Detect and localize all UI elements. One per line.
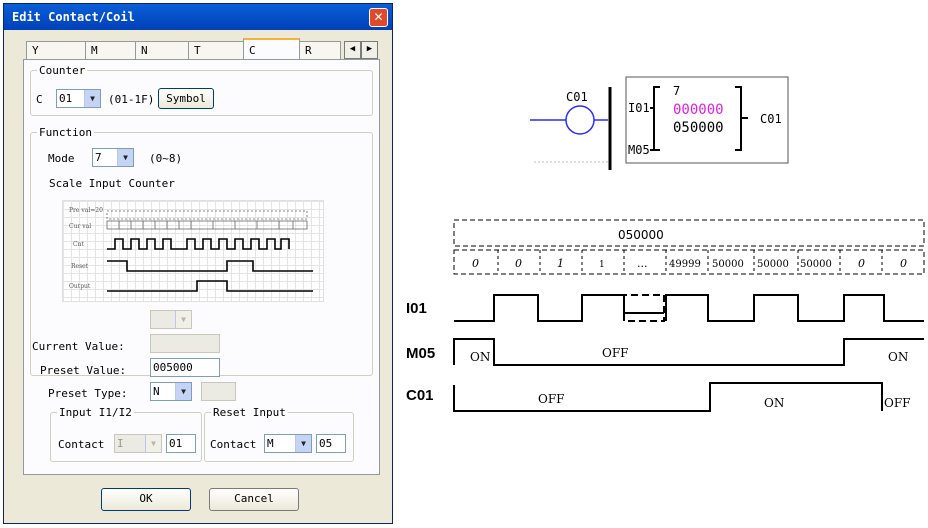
m05-state-1: ON <box>470 350 490 364</box>
edit-contact-coil-dialog: Edit Contact/Coil ✕ Y M N T C R ◀ ▶ Coun… <box>3 3 393 524</box>
mini-label-output: Output <box>69 283 91 290</box>
signal-label-c01: C01 <box>406 387 434 404</box>
counter-number-value: 01 <box>59 92 73 105</box>
tab-r[interactable]: R <box>299 41 341 59</box>
timing-diagram: I01 M05 C01 050000 0 0 1 1 ... 49999 500… <box>398 215 928 430</box>
value-cell-2: 0 <box>515 257 522 270</box>
input-type-value: I <box>117 437 124 450</box>
mode-description: Scale Input Counter <box>49 177 175 190</box>
m05-state-2: OFF <box>602 346 629 360</box>
counter-output-label: C01 <box>760 112 782 126</box>
mode-label: Mode <box>48 152 75 165</box>
current-value-field <box>150 334 220 353</box>
preset-box-label: 050000 <box>618 228 664 242</box>
mode-range: (0~8) <box>149 152 183 165</box>
c01-state-1: OFF <box>538 392 565 406</box>
value-cell-8: 50000 <box>757 259 789 270</box>
input-number-field[interactable]: 01 <box>166 434 196 453</box>
tab-t[interactable]: T <box>188 41 244 59</box>
value-cell-3: 1 <box>557 257 564 270</box>
tab-scroll-right-icon[interactable]: ▶ <box>361 41 378 59</box>
mini-label-reset: Reset <box>71 263 89 270</box>
value-cell-4: 1 <box>599 260 605 270</box>
symbol-button[interactable]: Symbol <box>158 88 214 109</box>
reset-m05-label: M05 <box>628 143 650 157</box>
reset-type-select[interactable]: M ▼ <box>264 434 312 453</box>
chevron-down-icon: ▼ <box>117 149 133 166</box>
preset-type-number <box>201 382 236 401</box>
counter-legend: Counter <box>39 64 86 77</box>
signal-label-i01: I01 <box>406 300 427 317</box>
chevron-down-icon: ▼ <box>145 435 161 452</box>
tab-scroll-left-icon[interactable]: ◀ <box>344 41 361 59</box>
m05-state-3: ON <box>888 350 908 364</box>
preset-value: 050000 <box>673 120 724 136</box>
mode-number: 7 <box>673 84 680 98</box>
c01-state-2: ON <box>764 396 784 410</box>
tab-scroll: ◀ ▶ <box>344 41 378 59</box>
input-group: Input I1/I2 <box>50 406 202 462</box>
ladder-diagram: C01 I01 M05 7 000000 050000 C01 <box>530 76 789 170</box>
tab-m[interactable]: M <box>85 41 136 59</box>
mode-select[interactable]: 7 ▼ <box>92 148 134 167</box>
value-cell-11: 0 <box>900 257 907 270</box>
preset-type-label: Preset Type: <box>48 387 128 400</box>
mini-waveforms <box>106 210 313 292</box>
signal-label-m05: M05 <box>406 345 436 362</box>
preset-type-value: N <box>153 385 160 398</box>
c01-state-3: OFF <box>884 396 911 410</box>
chevron-down-icon: ▼ <box>175 383 191 400</box>
tab-y[interactable]: Y <box>26 41 86 59</box>
current-value: 000000 <box>673 102 724 118</box>
value-cell-1: 0 <box>472 257 479 270</box>
input-contact-label: Contact <box>58 438 105 451</box>
chevron-down-icon: ▼ <box>175 311 191 328</box>
chevron-down-icon: ▼ <box>84 90 100 107</box>
mini-label-preval: Pre val=20 <box>69 207 103 214</box>
mode-timing-diagram: Pre val=20 Cur val Cnt Reset Output <box>62 200 324 302</box>
mini-label-cnt: Cnt <box>73 241 84 248</box>
current-value-label: Current Value: <box>32 340 125 353</box>
input-legend: Input I1/I2 <box>59 406 132 419</box>
reset-contact-label: Contact <box>210 438 257 451</box>
tab-c[interactable]: C <box>243 38 300 59</box>
reset-type-value: M <box>267 437 274 450</box>
reset-number-field[interactable]: 05 <box>316 434 346 453</box>
close-icon[interactable]: ✕ <box>369 8 388 27</box>
counter-prefix: C <box>36 93 43 106</box>
counter-range: (01-1F) <box>108 93 155 106</box>
dialog-title: Edit Contact/Coil <box>4 4 392 30</box>
reset-group: Reset Input <box>204 406 354 462</box>
input-i01-label: I01 <box>628 101 650 115</box>
counter-number-select[interactable]: 01 ▼ <box>56 89 101 108</box>
chevron-down-icon: ▼ <box>295 435 311 452</box>
tab-n[interactable]: N <box>135 41 189 59</box>
mini-label-curval: Cur val <box>69 223 92 230</box>
disabled-select: ▼ <box>150 310 192 329</box>
tab-page-c: Counter C 01 ▼ (01-1F) Symbol Function M… <box>23 59 380 475</box>
timing-waveforms: 050000 0 0 1 1 ... 49999 50000 50000 500… <box>453 219 925 412</box>
value-cell-6: 49999 <box>669 259 701 270</box>
mode-value: 7 <box>95 151 102 164</box>
coil-label: C01 <box>566 90 588 104</box>
value-cell-7: 50000 <box>712 259 744 270</box>
value-cell-5: ... <box>637 257 648 270</box>
input-type-select: I ▼ <box>114 434 162 453</box>
preset-value-label: Preset Value: <box>40 364 127 377</box>
reset-legend: Reset Input <box>213 406 286 419</box>
value-cell-9: 50000 <box>800 259 832 270</box>
preset-type-select[interactable]: N ▼ <box>150 382 192 401</box>
tab-strip: Y M N T C R <box>26 38 341 60</box>
preset-value-field[interactable]: 005000 <box>150 358 220 377</box>
cancel-button[interactable]: Cancel <box>209 488 299 511</box>
ok-button[interactable]: OK <box>101 488 191 511</box>
function-legend: Function <box>39 126 92 139</box>
counter-group: Counter <box>30 64 373 116</box>
value-cell-10: 0 <box>858 257 865 270</box>
